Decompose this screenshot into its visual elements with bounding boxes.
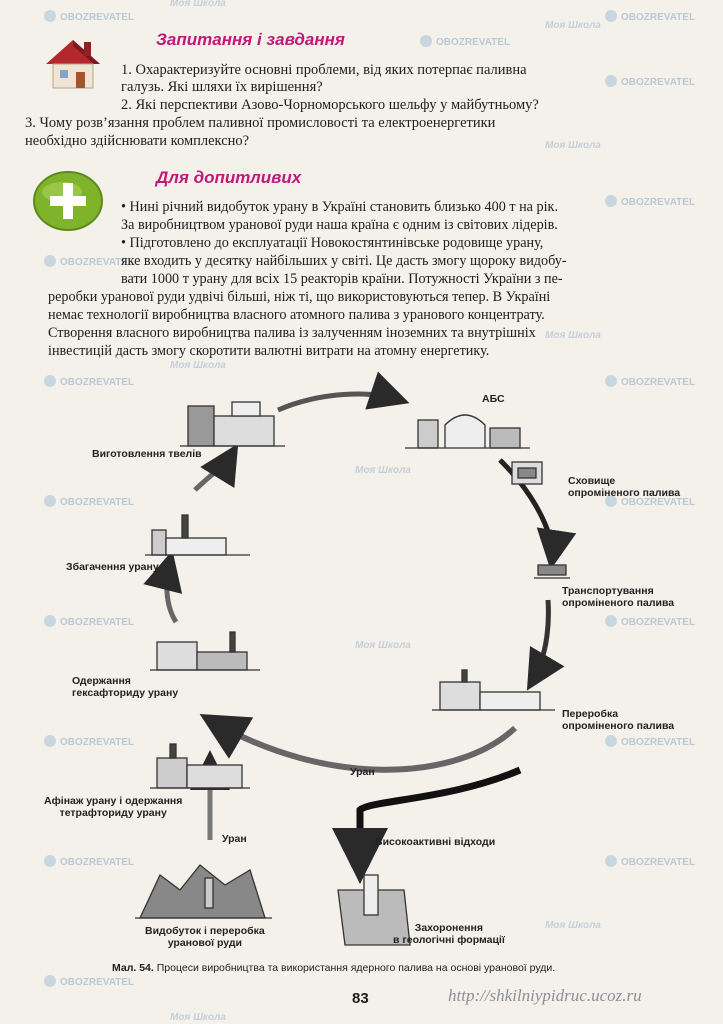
watermark-obozrevatel: OBOZREVATEL (605, 495, 695, 508)
footer-url-link[interactable]: http://shkilniypidruc.ucoz.ru (448, 986, 642, 1005)
watermark-obozrevatel: OBOZREVATEL (605, 195, 695, 208)
question-line: галузь. Які шляхи їх вирішення? (121, 79, 323, 95)
label-npp: АБС (482, 393, 505, 405)
caption-prefix: Мал. 54. (112, 962, 154, 974)
label-burial-line2: в геологічні формації (393, 934, 505, 946)
curious-title: Для допитливих (156, 168, 302, 187)
watermark-obozrevatel: OBOZREVATEL (605, 75, 695, 88)
watermark-obozrevatel: OBOZREVATEL (44, 735, 134, 748)
watermark-obozrevatel: OBOZREVATEL (44, 10, 134, 23)
mining-drawing (135, 864, 272, 919)
watermark-school: Моя Школа (545, 20, 601, 31)
label-refine-line1: Афінаж урану і одержання (44, 795, 183, 807)
watermark-school: Моя Школа (545, 140, 601, 151)
curious-line: яке входить у десятку найбільших у світі… (121, 253, 567, 269)
question-line: 1. Охарактеризуйте основні проблеми, від… (121, 62, 527, 78)
cycle-arrow (277, 371, 410, 413)
label-reproc: Переробка опроміненого палива (562, 708, 674, 732)
house-icon (46, 40, 100, 89)
watermark-obozrevatel: OBOZREVATEL (420, 35, 510, 48)
cycle-arrow (143, 550, 183, 624)
npp-drawing (405, 414, 530, 449)
label-hexa: Одержання гексафториду урану (72, 675, 178, 699)
label-reproc-line1: Переробка (562, 708, 619, 720)
fuel-plant-drawing (180, 401, 285, 447)
label-transport: Транспортування опроміненого палива (562, 585, 674, 609)
watermark-obozrevatel: OBOZREVATEL (44, 615, 134, 628)
watermark-school: Моя Школа (170, 360, 226, 371)
label-enrich: Збагачення урану (66, 561, 159, 573)
label-transport-line1: Транспортування (562, 585, 654, 597)
watermark-obozrevatel: OBOZREVATEL (605, 615, 695, 628)
label-mining-line2: уранової руди (167, 937, 242, 949)
reproc-plant-drawing (432, 669, 555, 711)
questions-title: Запитання і завдання (156, 30, 345, 49)
label-storage-line1: Сховище (568, 475, 616, 487)
label-burial-line1: Захоронення (414, 922, 483, 934)
watermark-obozrevatel: OBOZREVATEL (605, 735, 695, 748)
label-uranium-return: Уран (350, 766, 375, 778)
watermark-school: Моя Школа (545, 920, 601, 931)
label-storage-line2: опроміненого палива (568, 487, 681, 499)
page-number: 83 (352, 990, 369, 1007)
enrich-plant-drawing (145, 514, 250, 556)
watermark-school: Моя Школа (355, 465, 411, 476)
label-uranium-up: Уран (222, 833, 247, 845)
label-mining-line1: Видобуток і переробка (145, 925, 265, 937)
watermark-school: Моя Школа (545, 330, 601, 341)
watermark-school: Моя Школа (355, 640, 411, 651)
cycle-arrow (193, 443, 239, 492)
question-line: 3. Чому розв’язання проблем паливної про… (25, 115, 496, 131)
curious-line: інвестицій дасть змогу скоротити валютні… (48, 343, 490, 359)
curious-line: • Нині річний видобуток урану в Україні … (121, 199, 558, 215)
watermark-obozrevatel: OBOZREVATEL (44, 495, 134, 508)
waste-arrow (332, 766, 522, 884)
label-fuel: Виготовлення твелів (92, 448, 202, 460)
watermark-obozrevatel: OBOZREVATEL (44, 855, 134, 868)
watermark-school: Моя Школа (170, 0, 226, 9)
storage-drawing (511, 461, 543, 485)
label-refine: Афінаж урану і одержання тетрафториду ур… (44, 795, 182, 819)
watermark-obozrevatel: OBOZREVATEL (605, 375, 695, 388)
fuel-cycle-artwork (135, 371, 577, 946)
curious-line: За виробництвом уранової руди наша країн… (121, 217, 558, 233)
hexa-plant-drawing (150, 631, 260, 671)
watermark-obozrevatel: OBOZREVATEL (44, 975, 134, 988)
question-line: необхідно здійснювати комплексно? (25, 133, 250, 149)
label-transport-line2: опроміненого палива (562, 597, 675, 609)
plus-icon (33, 171, 103, 231)
label-storage: Сховище опроміненого палива (568, 475, 680, 499)
watermark-obozrevatel: OBOZREVATEL (44, 375, 134, 388)
curious-line: вати 1000 т урану для всіх 15 реакторів … (121, 271, 563, 287)
label-refine-line2: тетрафториду урану (59, 807, 167, 819)
transport-drawing (534, 564, 570, 579)
cycle-arrow (199, 713, 518, 773)
caption-text: Процеси виробництва та використання ядер… (156, 962, 556, 974)
watermark-obozrevatel: OBOZREVATEL (44, 255, 134, 268)
watermark-obozrevatel: OBOZREVATEL (605, 855, 695, 868)
refine-plant-drawing (150, 743, 250, 789)
curious-line: реробки уранової руди удвічі більші, ніж… (48, 289, 551, 305)
label-hexa-line2: гексафториду урану (72, 687, 179, 699)
burial-drawing (337, 874, 411, 946)
label-hexa-line1: Одержання (72, 675, 131, 687)
question-line: 2. Які перспективи Азово-Чорноморського … (121, 97, 539, 113)
cycle-arrow (526, 599, 565, 691)
label-burial: Захоронення в геологічні формації (393, 922, 505, 946)
curious-line: немає технології виробництва власного ат… (48, 307, 545, 323)
label-reproc-line2: опроміненого палива (562, 720, 675, 732)
figure-caption: Мал. 54. Процеси виробництва та використ… (112, 962, 555, 974)
label-hlw: Високоактивні відходи (375, 836, 496, 848)
label-mining: Видобуток і переробка уранової руди (145, 925, 265, 949)
watermark-obozrevatel: OBOZREVATEL (605, 10, 695, 23)
watermark-school: Моя Школа (170, 1012, 226, 1023)
curious-line: • Підготовлено до експлуатації Новокостя… (121, 235, 544, 251)
curious-line: Створення власного виробництва палива із… (48, 325, 536, 341)
